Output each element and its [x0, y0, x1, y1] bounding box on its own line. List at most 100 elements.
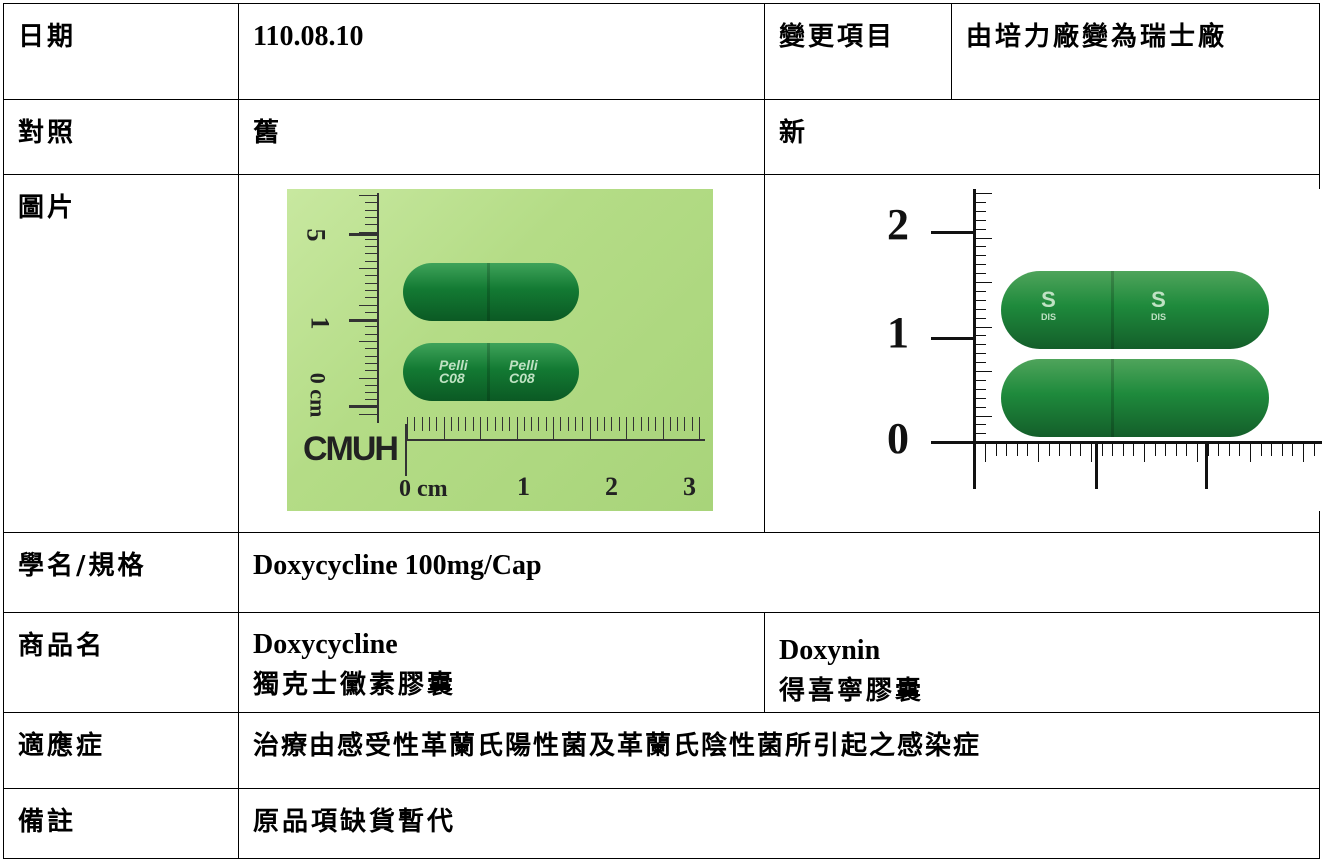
ruler-tick — [349, 233, 379, 236]
ruler-minor-tick — [1080, 444, 1082, 456]
ruler-minor-tick — [365, 260, 379, 262]
ruler-minor-tick — [365, 209, 379, 211]
ruler-minor-tick — [1165, 444, 1167, 456]
ruler-minor-tick — [626, 417, 627, 439]
capsule-seam — [1111, 359, 1114, 437]
ruler-minor-tick — [359, 195, 379, 196]
ruler-tick — [349, 405, 379, 408]
new-ruler-label-2: 2 — [887, 200, 909, 249]
ruler-minor-tick — [365, 297, 379, 299]
ruler-minor-tick — [365, 348, 379, 350]
ruler-minor-tick — [365, 202, 379, 204]
ruler-minor-tick — [553, 417, 554, 439]
ruler-minor-tick — [589, 417, 591, 439]
ruler-tick — [1095, 441, 1098, 489]
ruler-minor-tick — [1006, 444, 1008, 456]
ruler-minor-tick — [976, 228, 986, 230]
ruler-minor-tick — [1207, 444, 1209, 456]
ruler-minor-tick — [976, 415, 992, 417]
ruler-tick — [931, 231, 976, 234]
ruler-minor-tick — [985, 444, 986, 462]
ruler-minor-tick — [1027, 444, 1029, 456]
date-label-cell: 日期 — [3, 3, 239, 100]
ruler-label-2-x: 2 — [605, 472, 618, 501]
ruler-minor-tick — [365, 224, 379, 226]
ruler-minor-tick — [436, 417, 438, 431]
new-imprint-right: S DIS — [1151, 287, 1167, 323]
ruler-minor-tick — [365, 333, 379, 335]
ruler-brand: CMUH — [303, 430, 399, 468]
brand-label-cell: 商品名 — [3, 612, 239, 713]
ruler-minor-tick — [976, 193, 992, 194]
ruler-minor-tick — [976, 308, 986, 310]
ruler-minor-tick — [976, 442, 986, 444]
brand-new-zh: 得喜寧膠囊 — [779, 676, 925, 706]
ruler-minor-tick — [976, 273, 986, 275]
brand-new-cell: Doxynin 得喜寧膠囊 — [764, 612, 1320, 713]
ruler-minor-tick — [976, 201, 986, 203]
ruler-minor-tick — [1059, 444, 1061, 456]
ruler-minor-tick — [359, 268, 379, 269]
ruler-minor-tick — [523, 417, 525, 431]
ruler-minor-tick — [365, 399, 379, 401]
row-remark: 備註 原品項缺貨暫代 — [3, 788, 1320, 859]
ruler-minor-tick — [1154, 444, 1156, 456]
image-label: 圖片 — [18, 193, 77, 223]
brand-old-zh: 獨克士黴素膠囊 — [253, 670, 457, 700]
capsule-seam — [1111, 271, 1114, 349]
ruler-minor-tick — [976, 326, 992, 328]
ruler-minor-tick — [640, 417, 642, 431]
ruler-minor-tick — [618, 417, 620, 431]
ruler-minor-tick — [487, 417, 489, 431]
row-image: 圖片 5 1 0 cm CMUH 0 cm 1 2 3 — [3, 174, 1322, 533]
ruler-minor-tick — [365, 355, 379, 357]
ruler-minor-tick — [684, 417, 686, 431]
ruler-tick — [349, 319, 379, 322]
date-label: 日期 — [18, 22, 77, 52]
ruler-minor-tick — [976, 264, 986, 266]
ruler-minor-tick — [976, 388, 986, 390]
brand-label: 商品名 — [18, 631, 106, 661]
indication-label: 適應症 — [18, 731, 106, 761]
ruler-line — [377, 193, 379, 423]
remark-value: 原品項缺貨暫代 — [253, 807, 457, 837]
horizontal-ruler-line — [405, 439, 705, 441]
ruler-minor-tick — [1038, 444, 1039, 462]
ruler-minor-tick — [976, 299, 986, 301]
ruler-minor-tick — [1122, 444, 1124, 456]
ruler-minor-tick — [995, 444, 997, 456]
ruler-minor-tick — [494, 417, 496, 431]
compare-label-cell: 對照 — [3, 99, 239, 175]
indication-value: 治療由感受性革蘭氏陽性菌及革蘭氏陰性菌所引起之感染症 — [253, 731, 982, 761]
ruler-minor-tick — [365, 326, 379, 328]
ruler-minor-tick — [365, 275, 379, 277]
ruler-minor-tick — [976, 362, 986, 364]
ruler-minor-tick — [365, 246, 379, 248]
generic-value-cell: Doxycycline 100mg/Cap — [238, 532, 1320, 613]
ruler-minor-tick — [365, 216, 379, 218]
ruler-minor-tick — [1260, 444, 1262, 456]
ruler-minor-tick — [516, 417, 518, 439]
ruler-minor-tick — [560, 417, 562, 431]
ruler-minor-tick — [1133, 444, 1135, 456]
change-label-cell: 變更項目 — [764, 3, 952, 100]
ruler-minor-tick — [976, 237, 992, 239]
generic-label: 學名/規格 — [18, 551, 147, 581]
ruler-tick — [405, 424, 407, 476]
new-imprint-left: S DIS — [1041, 287, 1057, 323]
ruler-minor-tick — [976, 344, 986, 346]
capsule-seam — [487, 263, 490, 321]
indication-value-cell: 治療由感受性革蘭氏陽性菌及革蘭氏陰性菌所引起之感染症 — [238, 712, 1320, 789]
ruler-minor-tick — [1218, 444, 1220, 456]
remark-label: 備註 — [18, 807, 77, 837]
ruler-minor-tick — [976, 371, 992, 372]
ruler-label-0cm-x: 0 cm — [399, 476, 448, 502]
ruler-minor-tick — [976, 406, 986, 408]
ruler-minor-tick — [691, 417, 693, 431]
ruler-minor-tick — [472, 417, 474, 431]
row-indication: 適應症 治療由感受性革蘭氏陽性菌及革蘭氏陰性菌所引起之感染症 — [3, 712, 1320, 789]
ruler-minor-tick — [669, 417, 671, 431]
ruler-minor-tick — [1303, 444, 1304, 462]
row-generic: 學名/規格 Doxycycline 100mg/Cap — [3, 532, 1320, 613]
ruler-minor-tick — [976, 379, 986, 381]
